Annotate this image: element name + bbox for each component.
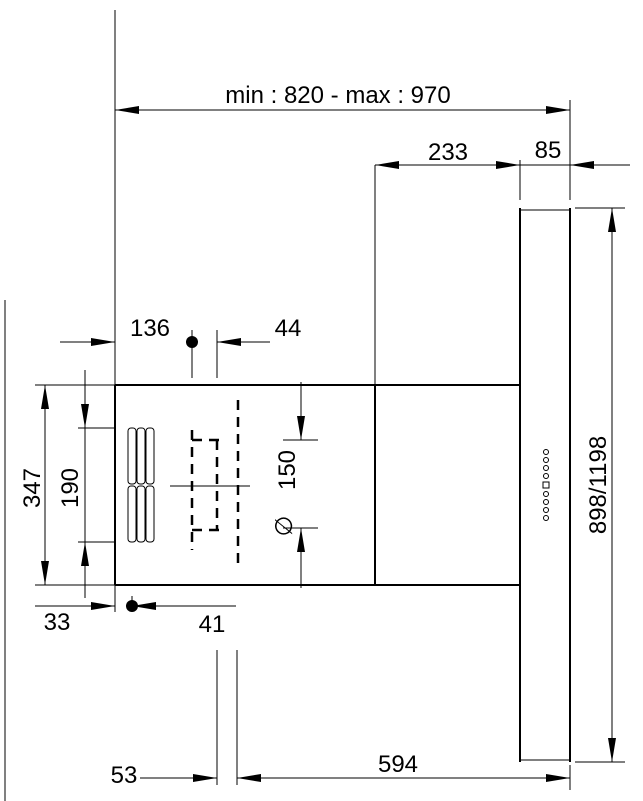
hood-body	[114, 384, 520, 586]
bottom-width-label: 594	[378, 751, 418, 778]
duct-diameter-dimension: 150 ∅	[271, 382, 318, 588]
top-left-offset-label: 136	[130, 315, 170, 342]
duct-diameter-label: 150	[274, 450, 301, 490]
bottom-left-offset-label: 33	[44, 609, 71, 636]
pipe-point-bottom-icon	[126, 600, 138, 612]
bottom-offset-dimension: 33 41	[35, 585, 236, 638]
bottom-width-dimension: 53 594	[111, 650, 571, 790]
bottom-gap-label: 41	[199, 611, 226, 638]
control-panel-icon	[542, 449, 550, 521]
chimney-depth-label: 85	[535, 137, 562, 164]
grease-filter-icon	[127, 427, 155, 543]
chimney-height-label: 898/1198	[585, 436, 612, 534]
inner-height-dimension: 190	[57, 370, 115, 598]
pipe-point-icon	[186, 336, 198, 348]
chimney-body	[519, 209, 571, 761]
hood-height-label: 347	[19, 468, 46, 508]
top-offset-dimension: 136 44	[60, 315, 301, 378]
hood-height-dimension: 347	[19, 384, 115, 586]
inner-height-label: 190	[57, 468, 84, 508]
chimney-height-dimension: 898/1198	[575, 207, 625, 763]
chimney-offset-dimension: 233	[374, 139, 521, 385]
overall-width-label: min : 820 - max : 970	[225, 82, 450, 109]
chimney-depth-dimension: 85	[520, 137, 630, 169]
motor-outline	[170, 400, 250, 570]
bottom-left-label: 53	[111, 762, 138, 789]
diameter-symbol-icon: ∅	[271, 516, 298, 537]
top-gap-label: 44	[275, 315, 302, 342]
overall-width-dimension: min : 820 - max : 970	[115, 82, 571, 200]
chimney-offset-label: 233	[428, 139, 468, 166]
